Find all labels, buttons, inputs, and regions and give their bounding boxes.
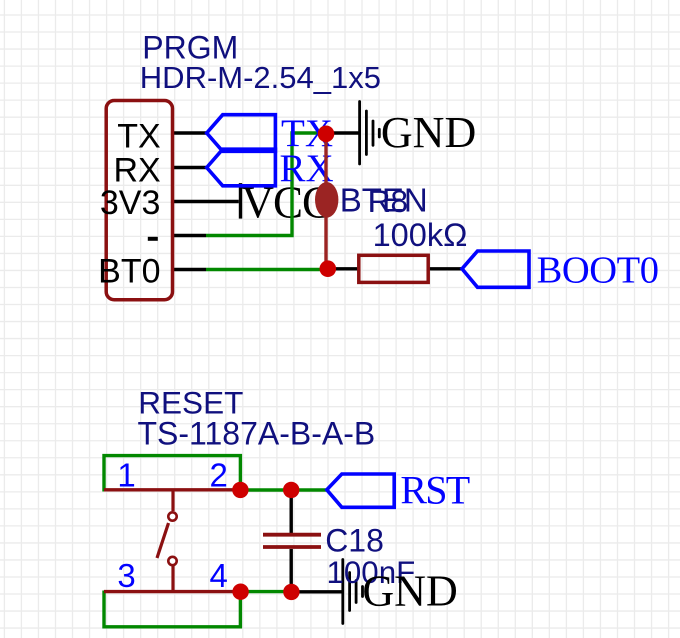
svg-text:TX: TX xyxy=(117,117,160,155)
svg-text:PRGM: PRGM xyxy=(142,29,238,65)
svg-text:BT0: BT0 xyxy=(98,252,160,290)
svg-text:TS-1187A-B-A-B: TS-1187A-B-A-B xyxy=(138,415,376,451)
svg-text:4: 4 xyxy=(210,557,228,594)
svg-text:RX: RX xyxy=(113,151,160,189)
svg-text:GND: GND xyxy=(362,567,457,616)
svg-text:3V3: 3V3 xyxy=(100,184,161,222)
svg-text:100nF: 100nF xyxy=(327,555,416,590)
svg-text:3: 3 xyxy=(117,557,135,594)
svg-text:HDR-M-2.54_1x5: HDR-M-2.54_1x5 xyxy=(140,60,381,95)
svg-text:BTEN: BTEN xyxy=(340,181,428,218)
svg-text:RST: RST xyxy=(400,468,469,513)
svg-text:100kΩ: 100kΩ xyxy=(373,217,468,253)
svg-text:RESET: RESET xyxy=(138,385,243,421)
svg-text:1: 1 xyxy=(117,457,135,494)
svg-text:R8: R8 xyxy=(368,183,408,219)
svg-text:C18: C18 xyxy=(325,523,384,559)
svg-text:GND: GND xyxy=(381,108,476,157)
svg-text:2: 2 xyxy=(210,457,228,494)
svg-text:BOOT0: BOOT0 xyxy=(537,250,659,292)
